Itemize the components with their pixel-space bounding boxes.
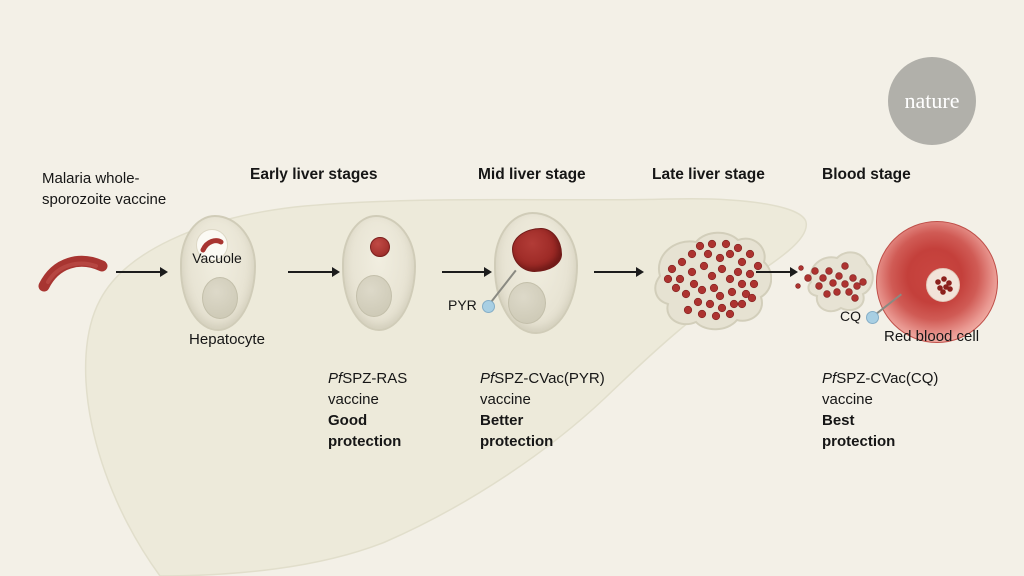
arrow-icon-2 xyxy=(288,267,340,277)
sporozoite-icon xyxy=(38,255,108,292)
mid-parasite-blob-icon xyxy=(512,228,562,272)
hepatocyte-label: Hepatocyte xyxy=(189,331,265,348)
vacuole-icon xyxy=(196,229,228,261)
nature-logo-text: nature xyxy=(904,88,960,113)
cq-label: CQ xyxy=(840,308,861,324)
stage-header-blood: Blood stage xyxy=(822,166,911,183)
protection-word: protection xyxy=(480,433,554,450)
red-blood-cell-icon xyxy=(876,221,998,343)
intro-label: Malaria whole-sporozoite vaccine xyxy=(42,170,167,208)
vacuole-label: Vacuole xyxy=(192,250,242,266)
merozoite-release-icon xyxy=(795,251,874,313)
hepatocyte-cell-vacuole xyxy=(180,215,256,331)
arrow-icon-1 xyxy=(116,267,168,277)
vaccine-block-ras: PfSPZ-RAS vaccine Good protection xyxy=(328,368,498,452)
nucleus xyxy=(356,275,392,317)
early-parasite-icon xyxy=(370,237,390,257)
vaccine-block-cvac-pyr: PfSPZ-CVac(PYR) vaccine Better protectio… xyxy=(480,368,650,452)
late-liver-burst-icon xyxy=(654,231,772,331)
sporozoite-mini-icon xyxy=(200,238,224,253)
nature-logo: nature xyxy=(888,57,976,145)
arrow-icon-5 xyxy=(756,267,798,277)
vaccine-block-cvac-cq: PfSPZ-CVac(CQ) vaccine Best protection xyxy=(822,368,992,452)
protection-word: protection xyxy=(328,433,402,450)
protection-level: Good xyxy=(328,412,368,429)
vaccine-word: vaccine xyxy=(822,391,873,408)
pyr-label: PYR xyxy=(448,297,477,313)
pf-prefix: Pf xyxy=(480,370,495,387)
arrow-icon-4 xyxy=(594,267,644,277)
pf-prefix: Pf xyxy=(822,370,837,387)
protection-level: Best xyxy=(822,412,855,429)
nucleus xyxy=(508,282,546,324)
vaccine-word: vaccine xyxy=(328,391,379,408)
stage-header-late-liver: Late liver stage xyxy=(652,166,765,183)
vaccine-name: PfSPZ-CVac(CQ) xyxy=(822,370,939,387)
stage-header-mid-liver: Mid liver stage xyxy=(478,166,586,183)
vaccine-word: vaccine xyxy=(480,391,531,408)
vaccine-name: PfSPZ-RAS xyxy=(328,370,408,387)
hepatocyte-cell-mid xyxy=(494,212,578,334)
hepatocyte-cell-early xyxy=(342,215,416,331)
pyr-dot-icon xyxy=(482,300,495,313)
cq-dot-icon xyxy=(866,311,879,324)
stage-header-early-liver: Early liver stages xyxy=(250,166,378,183)
protection-level: Better xyxy=(480,412,524,429)
pf-prefix: Pf xyxy=(328,370,343,387)
vaccine-name: PfSPZ-CVac(PYR) xyxy=(480,370,605,387)
arrow-icon-3 xyxy=(442,267,492,277)
rbc-parasite-icon xyxy=(926,268,960,302)
rbc-parasite-dots-icon xyxy=(935,276,953,295)
nucleus xyxy=(202,277,238,319)
red-blood-cell-label: Red blood cell xyxy=(884,328,980,345)
protection-word: protection xyxy=(822,433,896,450)
